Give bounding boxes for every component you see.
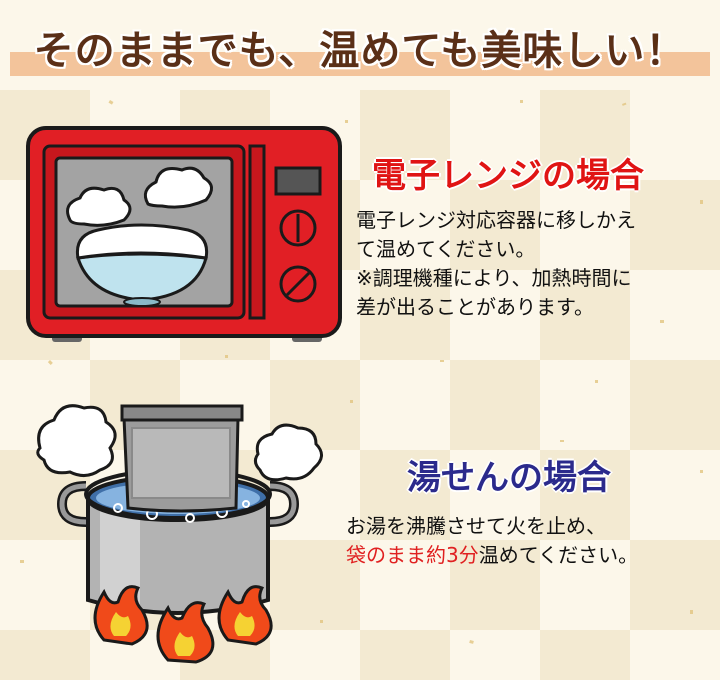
boiling-highlight: 袋のまま約3分 <box>346 543 479 567</box>
microwave-line-3: ※調理機種により、加熱時間に <box>356 266 632 290</box>
microwave-heading: 電子レンジの場合 <box>372 156 644 196</box>
microwave-line-2: て温めてください。 <box>356 237 536 261</box>
boiling-line-2-rest: 温めてください。 <box>478 543 639 567</box>
microwave-line-4: 差が出ることがあります。 <box>356 295 594 319</box>
page-title: そのままでも、温めても美味しい！ <box>33 28 687 74</box>
microwave-instructions: 電子レンジ対応容器に移しかえ て温めてください。 ※調理機種により、加熱時間に … <box>356 206 636 322</box>
boiling-heading: 湯せんの場合 <box>407 458 611 498</box>
boiling-instructions: お湯を沸騰させて火を止め、 袋のまま約3分温めてください。 <box>346 512 638 570</box>
boiling-line-1: お湯を沸騰させて火を止め、 <box>346 514 606 538</box>
microwave-line-1: 電子レンジ対応容器に移しかえ <box>356 208 636 232</box>
title-band <box>10 52 710 76</box>
boiling-line-2: 袋のまま約3分温めてください。 <box>346 541 638 570</box>
